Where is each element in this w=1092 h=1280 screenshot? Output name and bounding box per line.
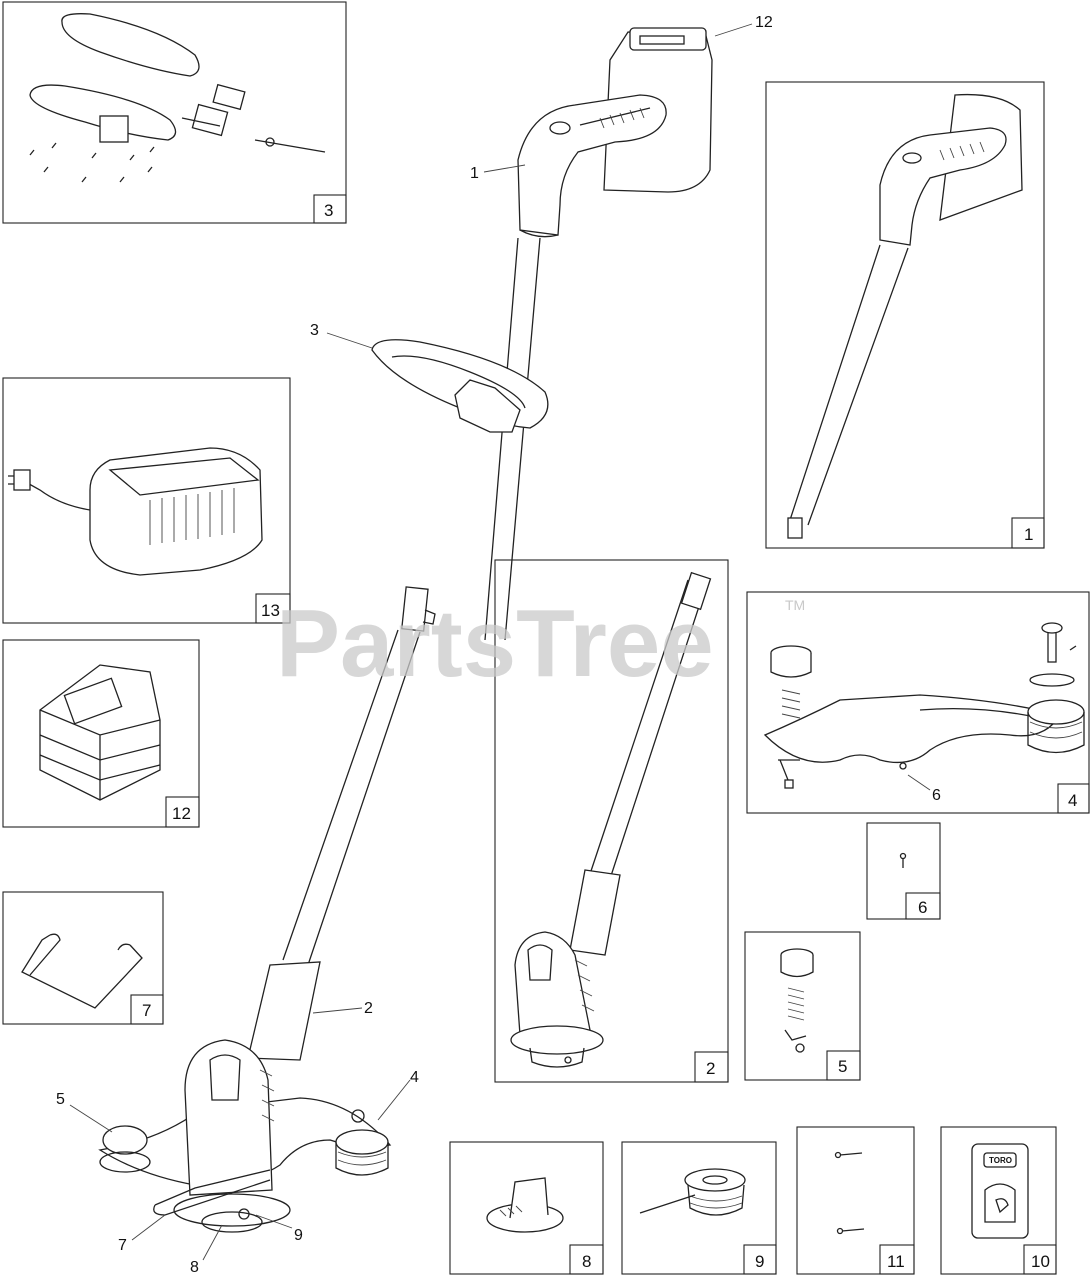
main-right-spool bbox=[335, 1109, 389, 1176]
brand-plate-text: TORO bbox=[989, 1156, 1012, 1165]
box-12-number: 12 bbox=[172, 804, 191, 823]
callout-8: 8 bbox=[190, 1259, 199, 1276]
box-12-battery: 12 bbox=[2, 639, 200, 828]
callout-3: 3 bbox=[310, 322, 319, 339]
main-handle bbox=[517, 94, 667, 238]
box-7-number: 7 bbox=[142, 1001, 151, 1020]
box-6-number: 6 bbox=[918, 898, 927, 917]
box-6-screw: 6 bbox=[866, 822, 941, 920]
callout-5: 5 bbox=[56, 1091, 65, 1108]
main-lower-shaft bbox=[282, 629, 421, 966]
callout-9: 9 bbox=[294, 1227, 303, 1244]
box-1-handle-shaft: 1 bbox=[765, 81, 1045, 549]
main-shaft-coupler bbox=[401, 586, 436, 632]
callout-labels: 1 12 3 2 4 5 7 8 9 bbox=[56, 14, 773, 1276]
main-trimmer-assembly bbox=[98, 27, 713, 1233]
box-3-screws bbox=[29, 142, 155, 183]
callout-1: 1 bbox=[470, 165, 479, 182]
box-4-number: 4 bbox=[1068, 791, 1077, 810]
box-2-lower-shaft-motor: 2 bbox=[494, 559, 729, 1083]
callout-6: 6 bbox=[932, 787, 941, 804]
box-4-guard-assembly: 4 6 bbox=[746, 591, 1090, 814]
box-5-number: 5 bbox=[838, 1057, 847, 1076]
box-3-loop-handle-kit: 3 bbox=[2, 1, 347, 224]
box-9-number: 9 bbox=[755, 1252, 764, 1271]
box-13-number: 13 bbox=[261, 601, 280, 620]
callout-2: 2 bbox=[364, 1000, 373, 1017]
box-11-screws: 11 bbox=[796, 1126, 915, 1275]
box-13-charger: 13 bbox=[2, 377, 291, 624]
main-loop-handle bbox=[371, 339, 549, 433]
callout-4: 4 bbox=[410, 1069, 419, 1086]
box-3-number: 3 bbox=[324, 201, 333, 220]
box-2-number: 2 bbox=[706, 1059, 715, 1078]
main-upper-shaft bbox=[484, 237, 541, 641]
box-10-number: 10 bbox=[1031, 1252, 1050, 1271]
box-8-number: 8 bbox=[582, 1252, 591, 1271]
box-5-knob-spring: 5 bbox=[744, 931, 861, 1081]
box-7-edge-guide: 7 bbox=[2, 891, 164, 1025]
box-8-spool-cap: 8 bbox=[449, 1141, 604, 1275]
watermark-trademark: TM bbox=[785, 597, 805, 613]
box-11-number: 11 bbox=[887, 1252, 905, 1271]
main-bump-knob bbox=[99, 1125, 151, 1173]
watermark-text: PartsTree bbox=[276, 590, 714, 697]
box-1-number: 1 bbox=[1024, 525, 1033, 544]
callout-12: 12 bbox=[755, 14, 773, 31]
box-9-spool: 9 bbox=[621, 1141, 777, 1275]
watermark: PartsTree TM bbox=[276, 590, 805, 697]
box-10-brand-plate: 10 TORO bbox=[940, 1126, 1057, 1275]
callout-7: 7 bbox=[118, 1237, 127, 1254]
main-lower-tube bbox=[247, 961, 321, 1061]
